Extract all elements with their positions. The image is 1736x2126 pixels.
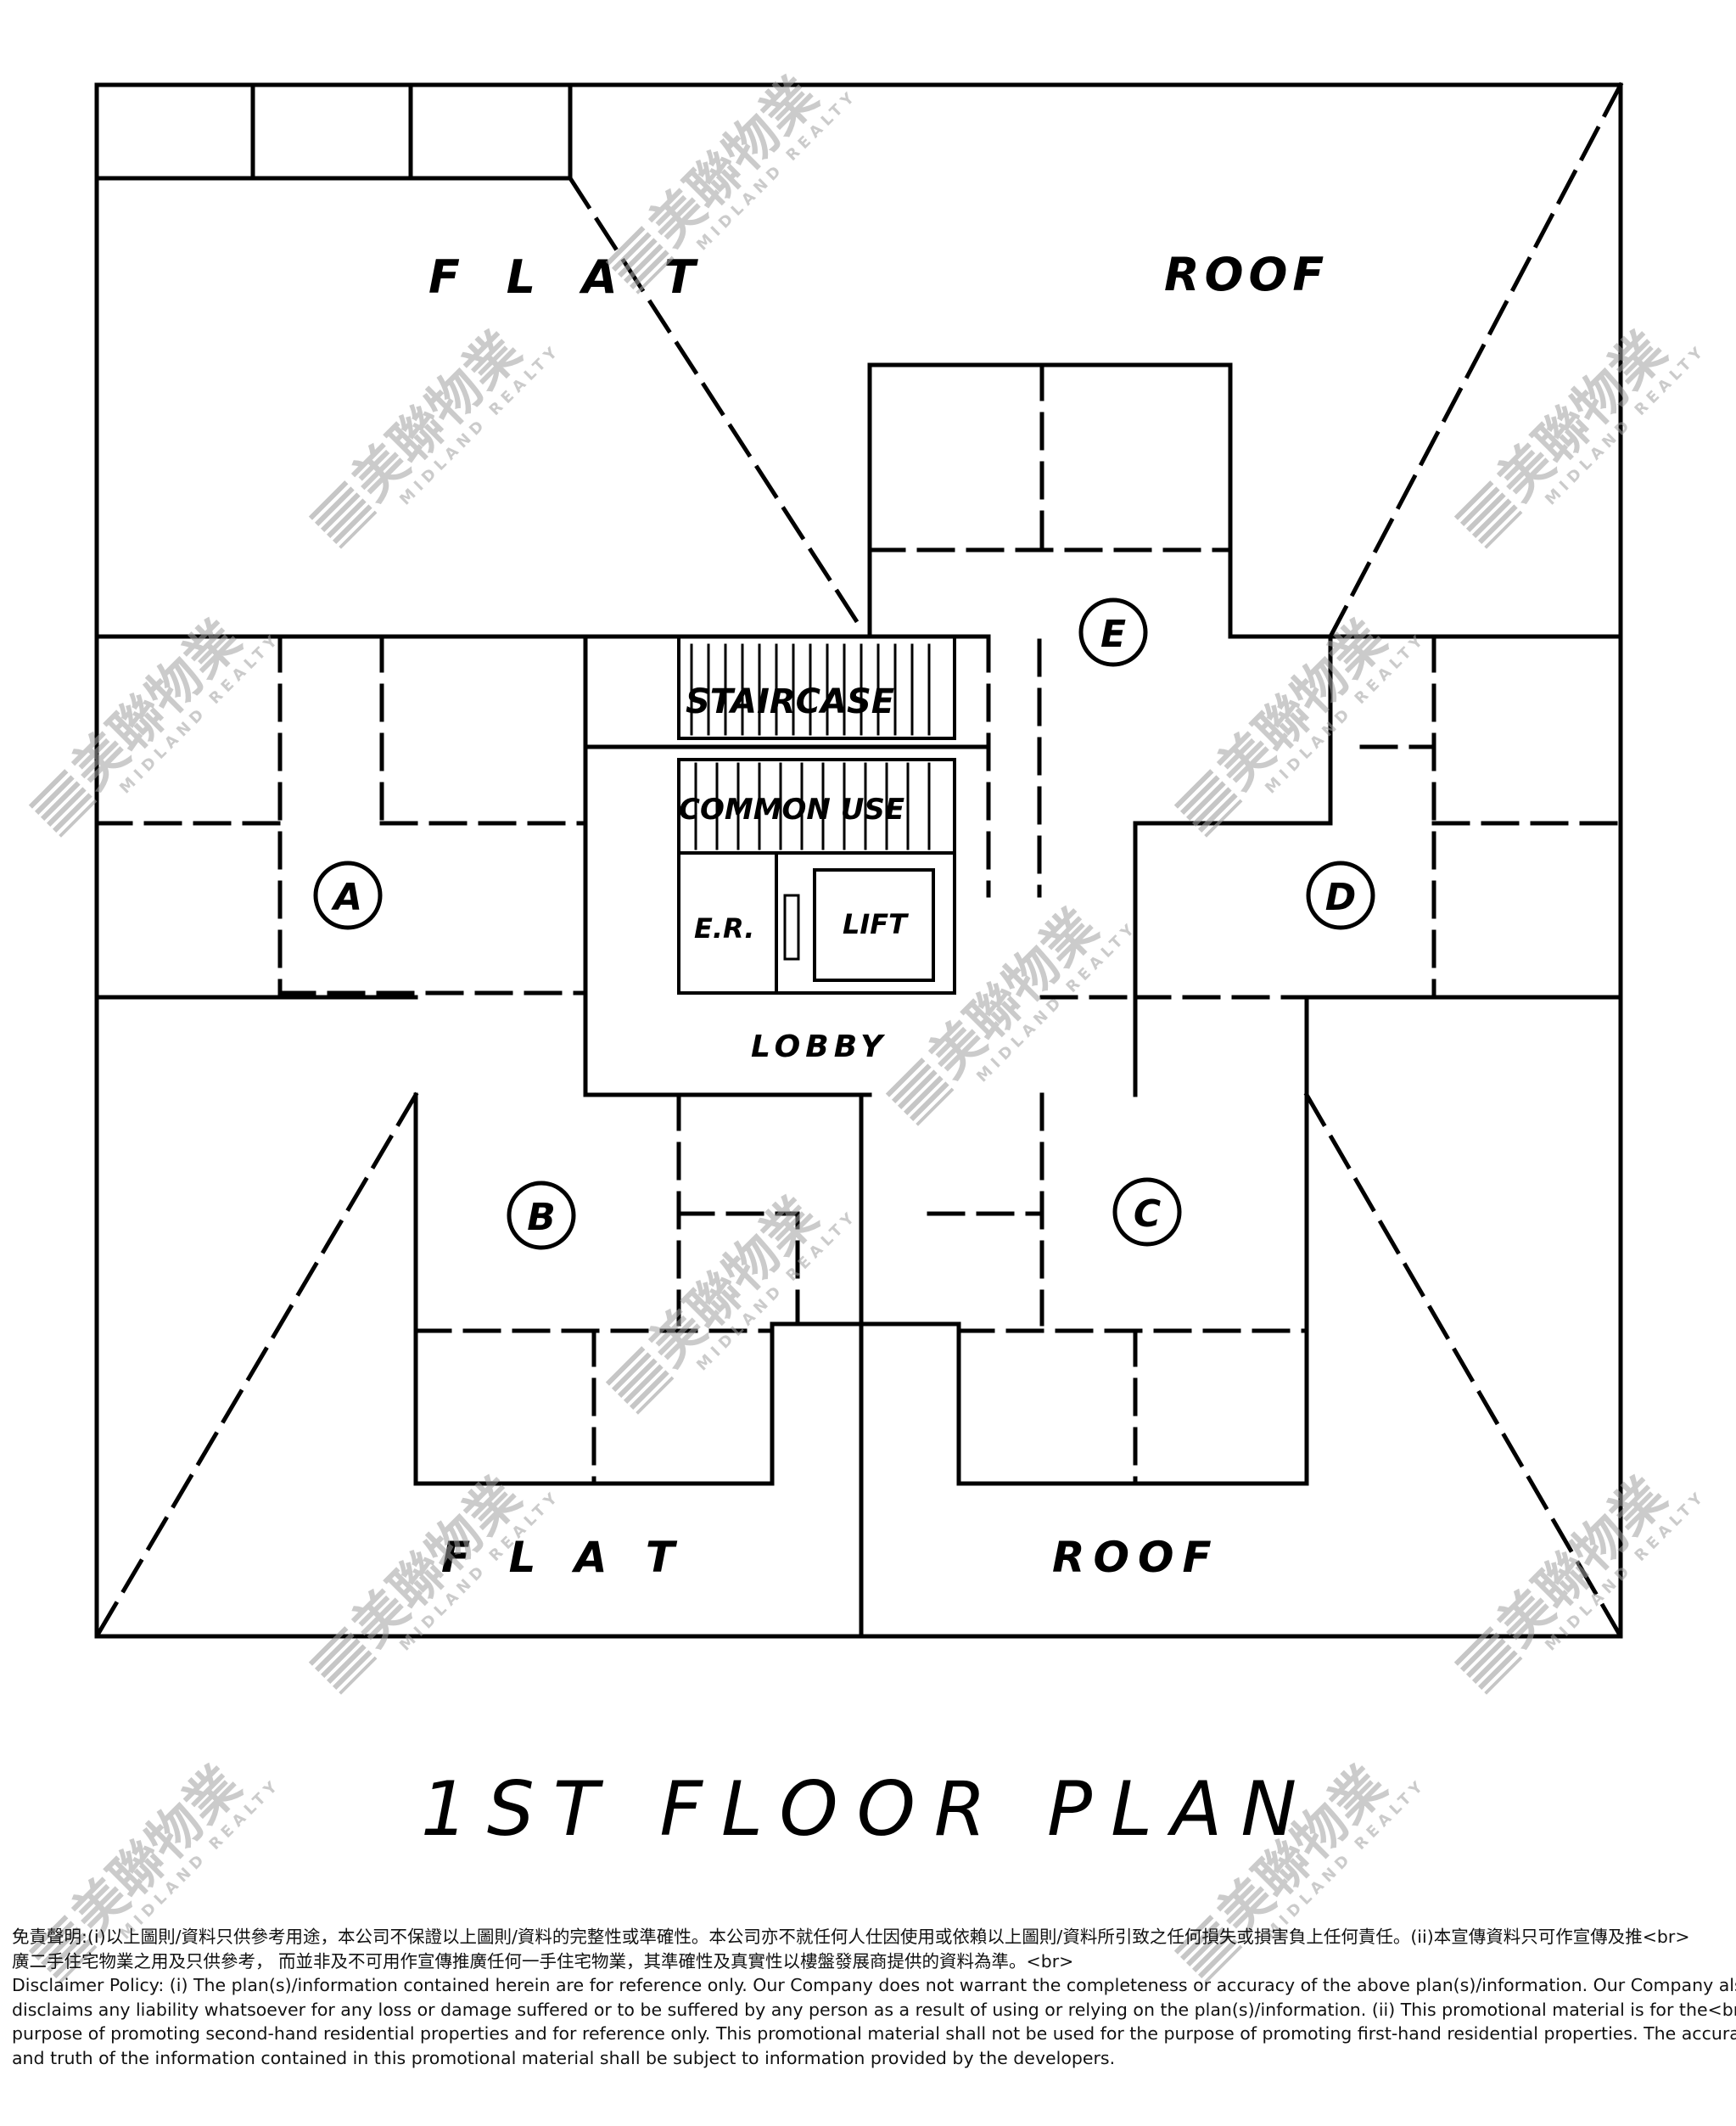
unit-c-outline — [859, 1092, 1309, 1486]
disclaimer-en-line: purpose of promoting second-hand residen… — [12, 2023, 1736, 2044]
disclaimer-en-line: Disclaimer Policy: (i) The plan(s)/infor… — [12, 1975, 1736, 1995]
top-left-boxes — [94, 82, 573, 181]
unit-c-label: C — [1134, 1192, 1161, 1236]
plan-title-block: 1ST FLOOR PLAN — [0, 1765, 1736, 1853]
disclaimer-en-line: disclaims any liability whatsoever for a… — [12, 1999, 1736, 2020]
staircase-label: STAIRCASE — [686, 682, 894, 721]
unit-b-circle — [507, 1181, 576, 1250]
flat-top-label: F L A T — [428, 250, 710, 304]
unit-e-circle — [1078, 597, 1148, 667]
outer-boundary — [94, 82, 1623, 1639]
unit-d-inner — [1133, 634, 1623, 1000]
unit-a-walls — [94, 634, 588, 996]
roof-bottom-label: ROOF — [1052, 1533, 1220, 1582]
unit-e-label: E — [1100, 613, 1126, 656]
staircase-hatching — [690, 643, 931, 736]
unit-b-outline — [413, 1092, 864, 1486]
disclaimer-zh-line: 免責聲明:(i)以上圖則/資料只供參考用途，本公司不保證以上圖則/資料的完整性或… — [12, 1927, 1690, 1947]
bottom-left-diagonal — [93, 1091, 419, 1640]
unit-c-inner — [927, 1092, 1309, 1486]
unit-d-circle — [1306, 861, 1375, 930]
common-use-hatching — [694, 762, 931, 850]
unit-a-label: A — [331, 876, 362, 919]
unit-b-label: B — [527, 1196, 556, 1239]
unit-e-outline — [867, 362, 1333, 1097]
er-label: E.R. — [694, 912, 754, 945]
roof-top-label: ROOF — [1164, 248, 1329, 301]
flat-bottom-label: F L A T — [441, 1533, 686, 1582]
unit-d-label: D — [1325, 876, 1357, 919]
disclaimer: 免責聲明:(i)以上圖則/資料只供參考用途，本公司不保證以上圖則/資料的完整性或… — [12, 1925, 1736, 2070]
top-left-diagonal — [567, 175, 867, 636]
unit-c-connector — [1039, 995, 1138, 1097]
floor-plan-drawing: F L A T ROOF STAIRCASE COMMON USE E.R. L… — [93, 81, 1624, 1640]
unit-a-circle — [313, 861, 383, 930]
common-use-label: COMMON USE — [679, 793, 904, 827]
top-right-diagonal — [1327, 81, 1624, 640]
bottom-right-diagonal — [1303, 1091, 1624, 1640]
lift-door — [783, 894, 800, 961]
unit-e-inner-v — [986, 362, 1044, 898]
disclaimer-zh-line: 廣二手住宅物業之用及只供參考， 而並非及不可用作宣傳推廣任何一手住宅物業，其準確… — [12, 1950, 1074, 1972]
disclaimer-en-line: and truth of the information contained i… — [12, 2047, 1116, 2068]
unit-c-circle — [1112, 1177, 1182, 1247]
staircase-box — [677, 635, 956, 740]
lobby-label: LOBBY — [751, 1029, 888, 1064]
unit-d-outline — [1133, 821, 1333, 1097]
lift-box — [775, 851, 956, 995]
lift-car — [813, 868, 935, 982]
unit-b-inner — [413, 1092, 800, 1486]
plan-title-text: 1ST FLOOR PLAN — [420, 1765, 1316, 1853]
lift-label: LIFT — [843, 908, 909, 940]
